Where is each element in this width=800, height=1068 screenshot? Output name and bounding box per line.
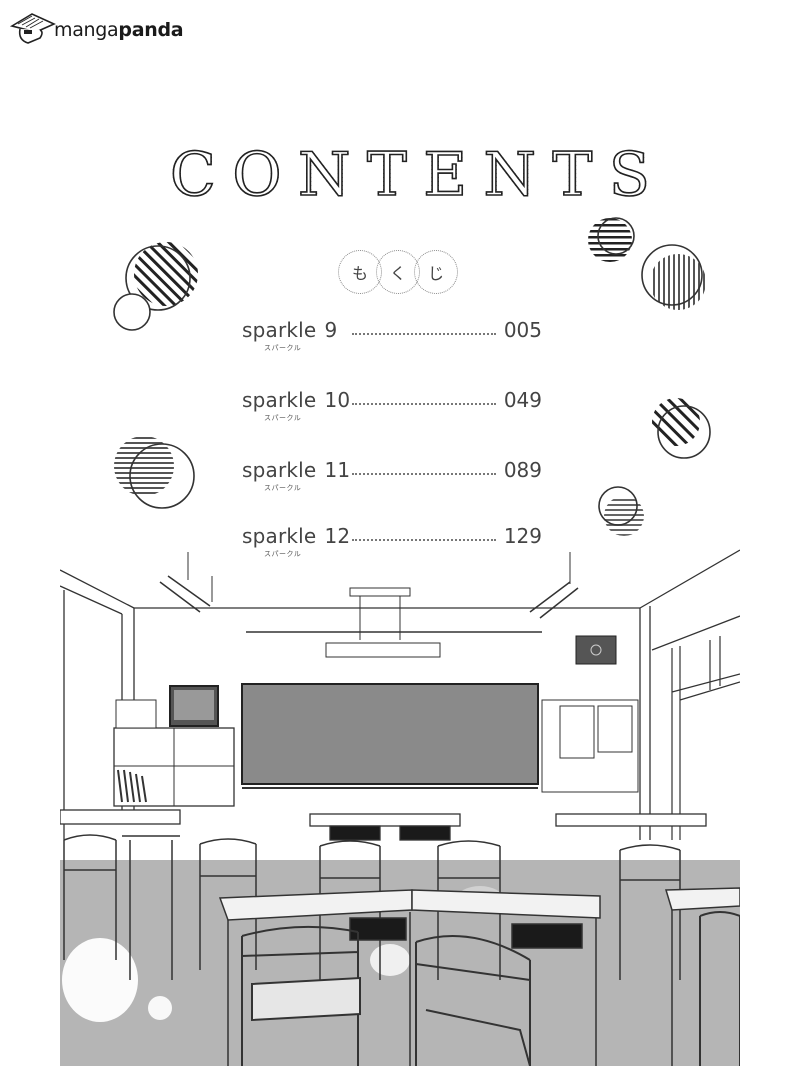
dotted-circle-icon (414, 250, 458, 294)
title-letter: T (366, 140, 408, 210)
toc-page-number: 049 (503, 388, 542, 412)
toc-reading: スパークル (264, 484, 302, 492)
dotted-leader (352, 333, 496, 335)
toc-page-number: 089 (503, 458, 542, 482)
toc-reading: スパークル (264, 344, 302, 352)
title-letter: S (608, 140, 651, 210)
straw-hat-logo-icon (10, 13, 56, 44)
dotted-leader (352, 473, 496, 475)
dotted-leader (352, 539, 496, 541)
hatched-circle-decoration-icon (113, 242, 198, 331)
subtitle-char: く (389, 264, 406, 283)
toc-page-number: 129 (503, 524, 542, 548)
hatched-circle-decoration-icon (588, 217, 635, 262)
dotted-leader (352, 403, 496, 405)
title-letter: N (297, 140, 351, 210)
hatched-circle-decoration-icon (598, 486, 644, 536)
hatched-circle-decoration-icon (641, 244, 706, 310)
title-letter: N (483, 140, 537, 210)
classroom-scene-icon (60, 549, 740, 1066)
subtitle-char: じ (427, 264, 444, 283)
classroom-illustration (60, 540, 740, 1066)
toc-page-number: 005 (503, 318, 542, 342)
hatched-circle-decoration-icon (652, 398, 711, 459)
mangapanda-logo[interactable]: mangapanda (10, 8, 184, 48)
page-title: C O N T E N T S (169, 140, 651, 210)
title-letter: C (169, 140, 217, 210)
toc-reading: スパークル (264, 414, 302, 422)
title-letter: O (232, 140, 283, 210)
mokuji-subtitle: も く じ (338, 250, 460, 294)
title-letter: E (422, 140, 468, 210)
subtitle-char: も (351, 264, 368, 283)
toc-reading: スパークル (264, 550, 302, 558)
title-letter: T (552, 140, 594, 210)
logo-text: mangapanda (54, 19, 184, 41)
hatched-circle-decoration-icon (114, 436, 195, 509)
